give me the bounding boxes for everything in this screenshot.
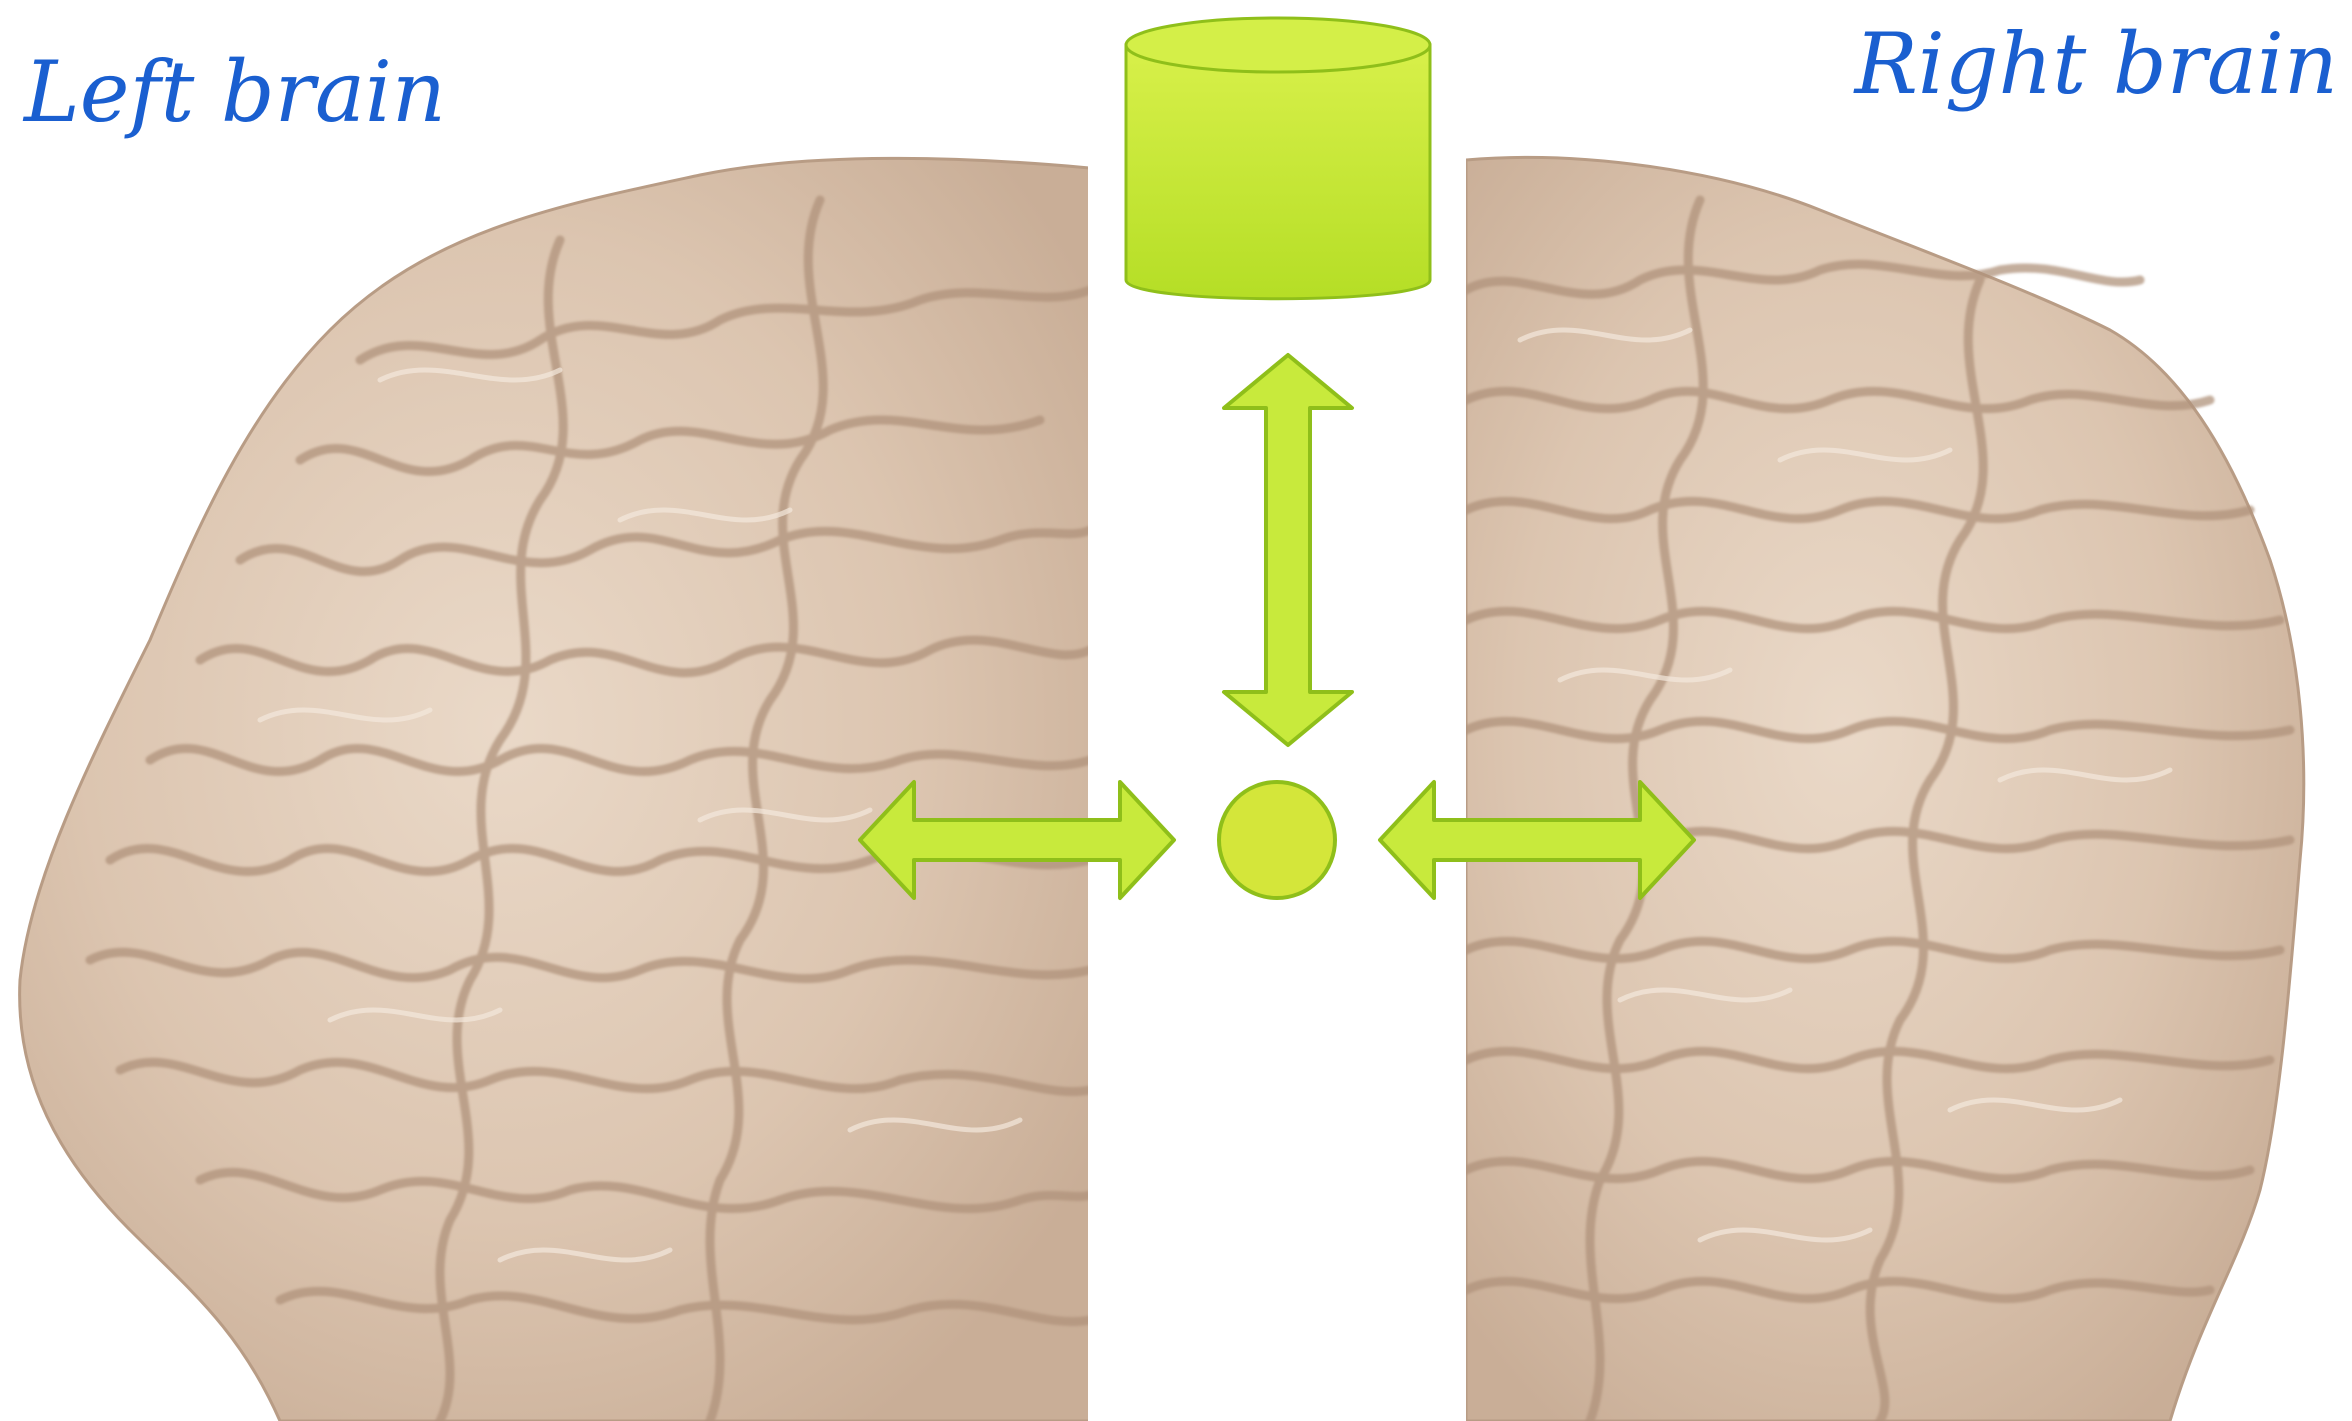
right-brain-label: Right brain [1855, 22, 2338, 106]
right-hemisphere [1466, 157, 2304, 1421]
cylinder-icon [1126, 18, 1430, 299]
circle-node-icon [1219, 782, 1335, 898]
vertical-double-arrow-icon [1224, 355, 1352, 745]
left-hemisphere [20, 158, 1090, 1421]
left-brain-label: Left brain [24, 50, 446, 134]
